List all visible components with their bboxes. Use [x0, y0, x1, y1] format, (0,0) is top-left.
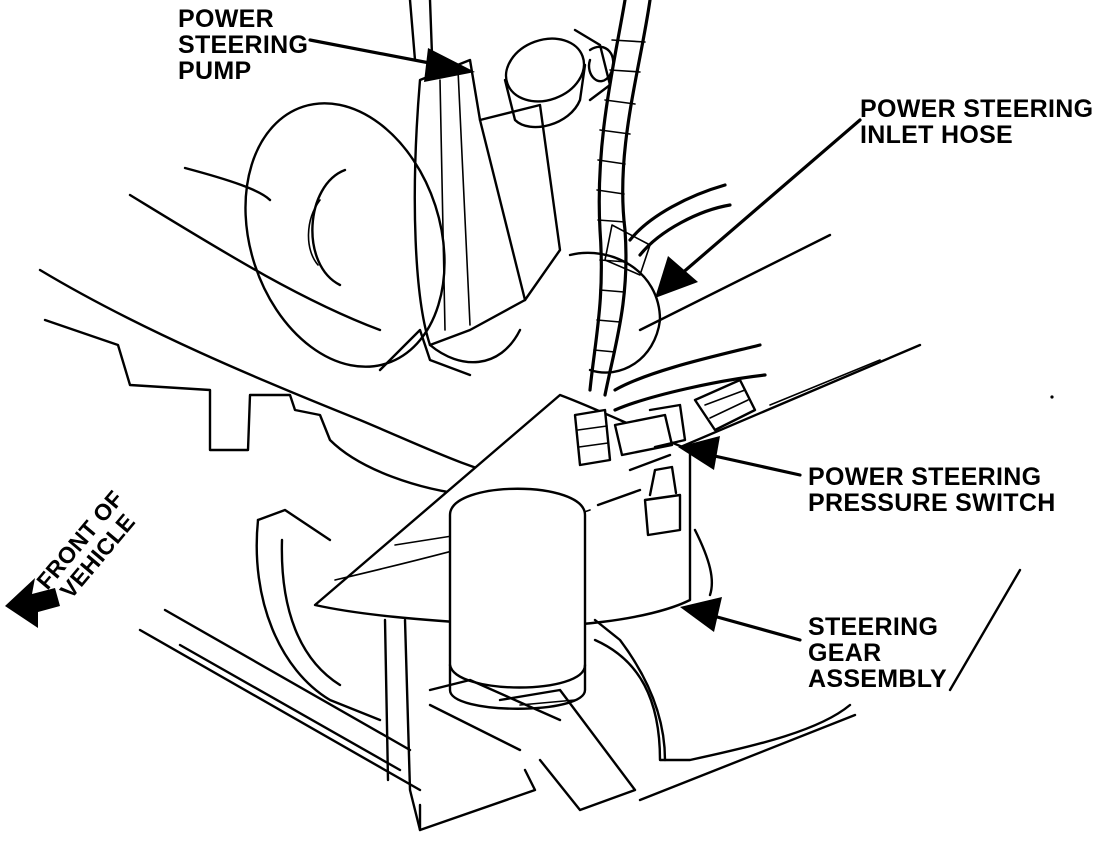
- crossmember-lower-1: [138, 628, 422, 792]
- reservoir-cap: [504, 37, 586, 103]
- gear-housing-right: [693, 528, 714, 597]
- label-pump-line-2: STEERING: [178, 31, 309, 59]
- arrow-pressure-switch: [678, 436, 802, 477]
- crossmember-u: [255, 518, 382, 722]
- frame-rail: [43, 318, 472, 497]
- pressure-switch-body: [613, 413, 674, 457]
- label-power-steering-pump: POWER STEERING PUMP: [178, 6, 308, 84]
- label-inlet-line-1: POWER STEERING: [860, 95, 1094, 123]
- label-power-steering-inlet-hose: POWER STEERING INLET HOSE: [860, 96, 1093, 148]
- connector-housing: [693, 378, 757, 432]
- reservoir-neck: [503, 63, 587, 129]
- harness-branch-clip: [604, 224, 651, 276]
- label-switch-line-2: PRESSURE SWITCH: [808, 489, 1056, 517]
- label-gear-line-1: STEERING: [808, 613, 939, 641]
- pressure-switch-nut: [648, 403, 687, 449]
- right-long-line: [948, 568, 1022, 692]
- pump-pulley-outer: [244, 102, 446, 368]
- pump-body-side: [478, 103, 562, 302]
- harness-ribs: [593, 39, 646, 353]
- label-inlet-line-2: INLET HOSE: [860, 121, 1014, 149]
- arrow-pump: [308, 38, 475, 82]
- label-gear-line-3: ASSEMBLY: [808, 665, 948, 693]
- harness-branch-lower: [613, 343, 767, 412]
- crossmember-u-top: [256, 508, 332, 542]
- gear-cylinder: [448, 487, 587, 710]
- body-line-2: [648, 343, 922, 462]
- label-power-steering-pressure-switch: POWER STEERING PRESSURE SWITCH: [808, 464, 1056, 516]
- hose-fitting-left-nut: [577, 425, 609, 448]
- pump-body-rib: [439, 79, 446, 331]
- label-pump-line-1: POWER: [178, 5, 274, 33]
- pump-body-rib-2: [457, 69, 471, 326]
- arrow-gear-assembly: [680, 597, 802, 642]
- pump-pulley-hub: [307, 199, 321, 266]
- label-switch-line-1: POWER STEERING: [808, 463, 1042, 491]
- slide-bracket: [498, 688, 637, 812]
- pump-mount: [378, 328, 472, 377]
- gear-housing-lower: [593, 638, 852, 762]
- pump-lower: [428, 328, 522, 364]
- connector-pins: [704, 389, 749, 419]
- gear-port-tube: [648, 465, 678, 497]
- harness-branch-upper: [628, 183, 732, 257]
- label-steering-gear-assembly: STEERING GEAR ASSEMBLY: [808, 614, 947, 692]
- arrow-inlet-hose: [655, 118, 862, 298]
- pump-bracket: [408, 0, 612, 102]
- crossmember-lower-3: [178, 643, 402, 772]
- body-line-3: [769, 359, 881, 406]
- arrow-front-of-vehicle: [5, 578, 60, 628]
- frame-long-edge: [38, 268, 522, 482]
- label-pump-line-3: PUMP: [178, 57, 252, 85]
- speck-dot: [1050, 395, 1054, 399]
- gear-cylinder-rim: [448, 663, 587, 689]
- frame-upper-curve-2: [183, 166, 272, 202]
- slide-bracket-inner: [519, 699, 576, 706]
- frame-upper-curve: [128, 193, 382, 332]
- gear-port-fitting: [643, 493, 682, 537]
- crossmember-u-inner: [280, 538, 342, 687]
- body-line-1: [638, 233, 832, 332]
- harness-vertical-left: [588, 0, 627, 392]
- gear-bracket: [593, 618, 667, 762]
- hose-fitting-left: [573, 408, 612, 467]
- right-base-line: [638, 713, 857, 802]
- label-gear-line-2: GEAR: [808, 639, 882, 667]
- harness-vertical-right: [603, 0, 652, 397]
- pump-pulley-inner: [311, 168, 347, 287]
- pump-body: [413, 58, 527, 347]
- gear-port-line: [596, 453, 672, 507]
- crossmember-web: [428, 678, 562, 752]
- crossmember-lower-2: [163, 608, 412, 752]
